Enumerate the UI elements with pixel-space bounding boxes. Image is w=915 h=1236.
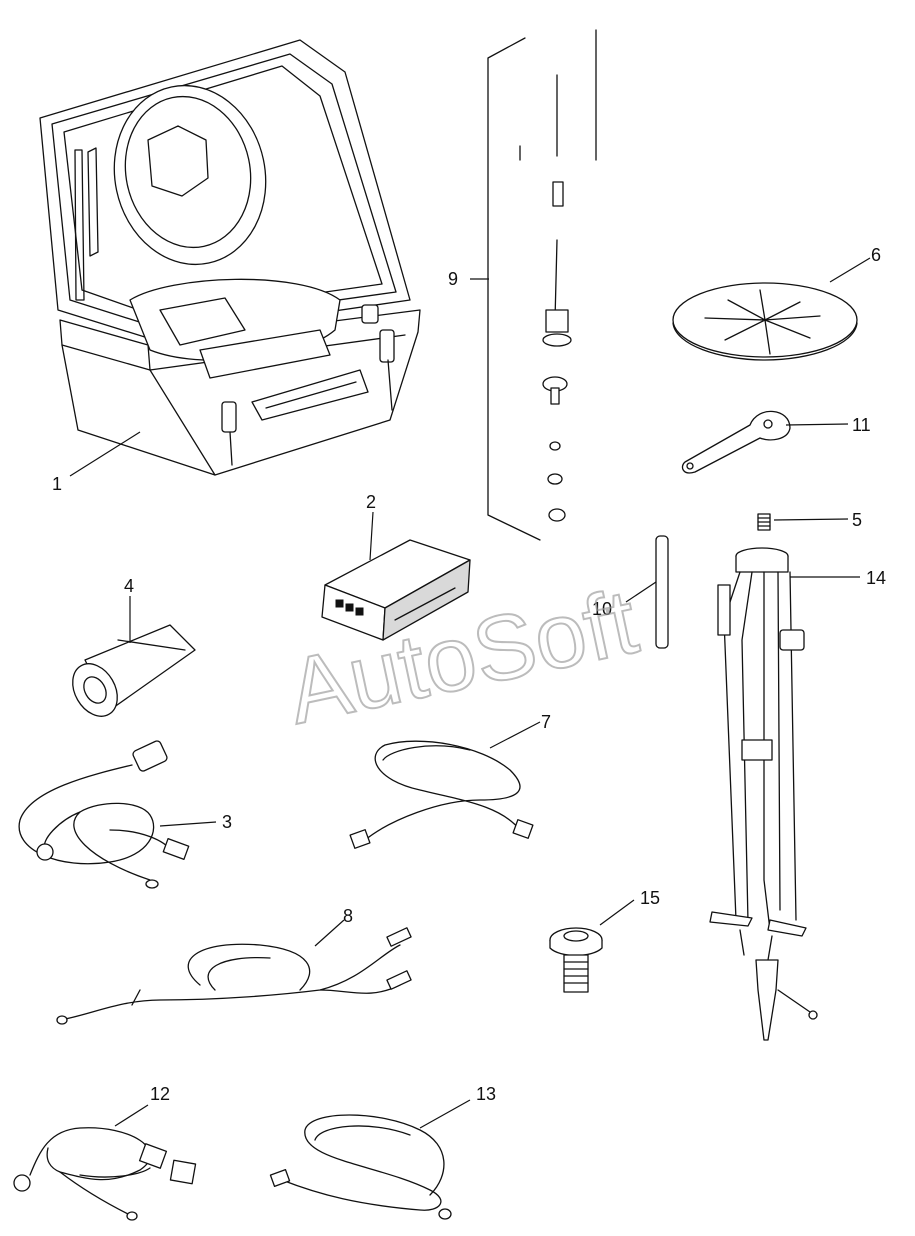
wrench bbox=[681, 410, 791, 474]
callout-15: 15 bbox=[640, 888, 660, 908]
callout-11: 11 bbox=[852, 415, 871, 435]
tripod bbox=[709, 547, 818, 1041]
callout-12: 12 bbox=[150, 1084, 170, 1104]
callout-13: 13 bbox=[476, 1084, 496, 1104]
cable-12 bbox=[13, 1127, 197, 1221]
ground-plane bbox=[672, 282, 858, 361]
cable-13 bbox=[269, 1114, 452, 1220]
callout-9: 9 bbox=[448, 269, 458, 289]
carrying-case bbox=[39, 39, 421, 476]
callout-6: 6 bbox=[871, 245, 881, 265]
extension-rod bbox=[655, 535, 669, 649]
callout-1: 1 bbox=[52, 474, 62, 494]
callout-2: 2 bbox=[366, 492, 376, 512]
threaded-adapter bbox=[549, 927, 603, 993]
callout-3: 3 bbox=[222, 812, 232, 832]
callout-7: 7 bbox=[541, 712, 551, 732]
battery bbox=[72, 624, 196, 717]
cable-3 bbox=[18, 740, 190, 889]
cable-8 bbox=[56, 927, 412, 1025]
adapter-5 bbox=[757, 513, 771, 531]
antenna-kit bbox=[487, 29, 597, 541]
callout-8: 8 bbox=[343, 906, 353, 926]
cable-7 bbox=[349, 740, 534, 849]
callout-10: 10 bbox=[592, 599, 612, 619]
callout-14: 14 bbox=[866, 568, 886, 588]
callout-5: 5 bbox=[852, 510, 862, 530]
callout-4: 4 bbox=[124, 576, 134, 596]
receiver-module bbox=[321, 539, 471, 641]
